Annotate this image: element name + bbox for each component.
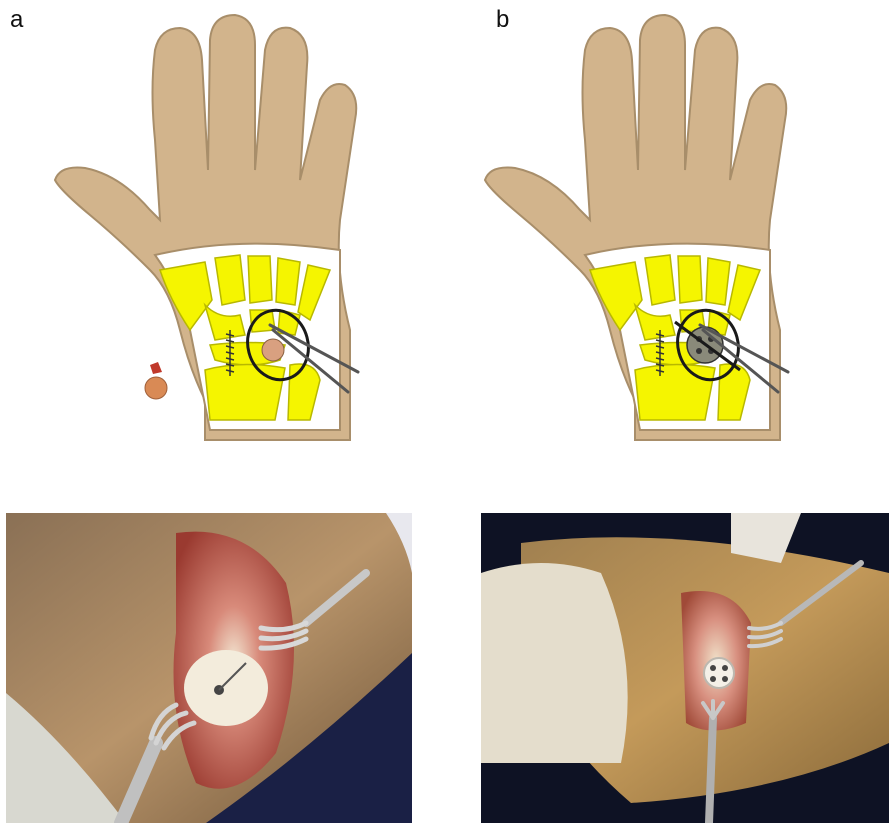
hand-illustration-a	[40, 0, 400, 450]
hand-illustration-b	[470, 0, 830, 450]
graft-fragments	[145, 362, 167, 399]
panel-label-a: a	[10, 6, 23, 34]
hand-diagram-a	[40, 0, 400, 450]
surgical-photo-a-image	[6, 513, 412, 823]
surgical-photo-a	[6, 513, 412, 823]
surgical-photo-b-image	[481, 513, 889, 823]
hand-diagram-b	[470, 0, 830, 450]
graft-marker	[262, 339, 284, 361]
disc-implant-photo	[704, 658, 734, 688]
surgical-photo-b	[481, 513, 889, 823]
